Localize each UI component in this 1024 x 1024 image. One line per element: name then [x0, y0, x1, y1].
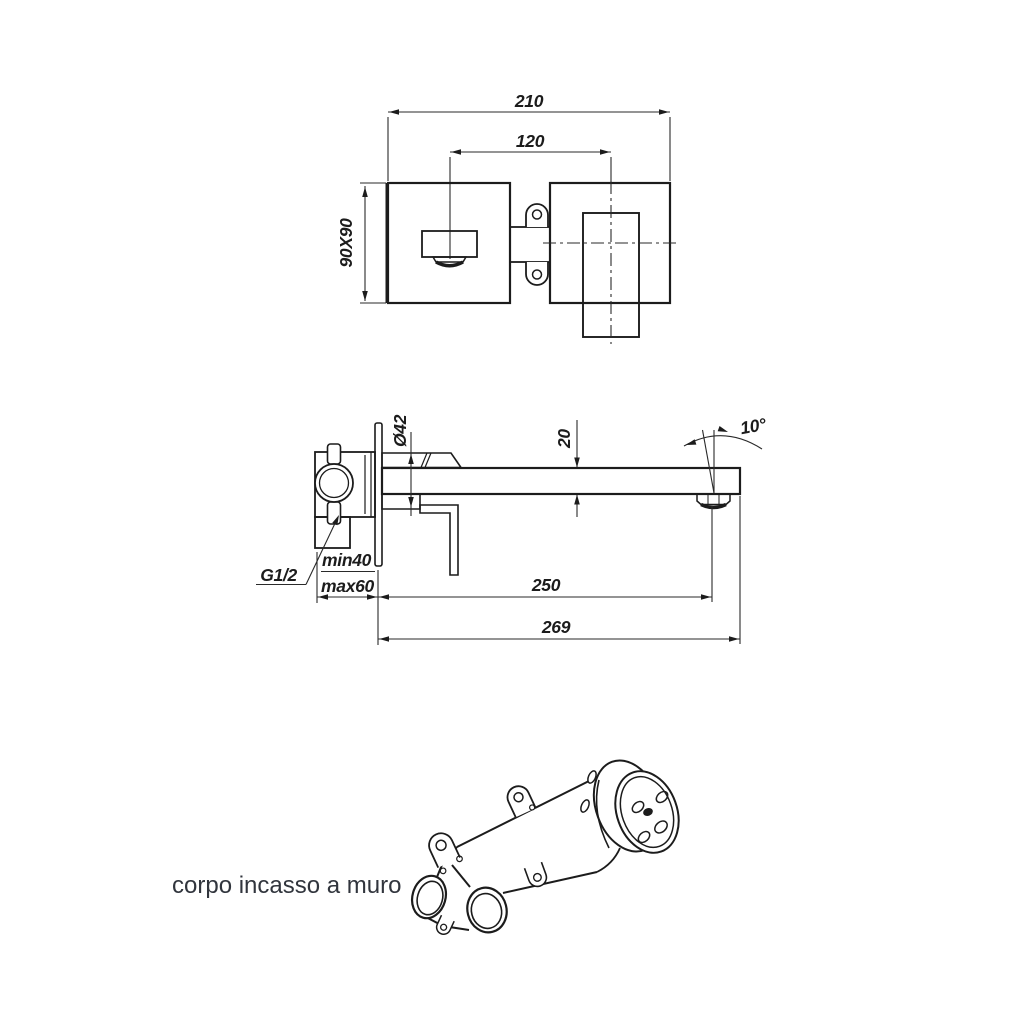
lug-left-hole	[435, 839, 447, 852]
dim-20-arrow-up	[574, 494, 580, 505]
dim-210-arrow-right	[659, 109, 669, 115]
flange-hole-1	[655, 790, 669, 804]
flange-seam	[595, 779, 610, 849]
handle-base-slant2	[424, 452, 432, 468]
aerator-edge	[700, 502, 727, 510]
lug-top-hole	[513, 791, 524, 803]
connector-body	[509, 226, 551, 263]
lug-top	[506, 785, 537, 818]
dim-d42-arrow-top	[408, 454, 414, 464]
dim-90x90-arrow-bottom	[362, 291, 368, 301]
thread-leader-arrow	[332, 515, 339, 526]
tube-nub-2	[580, 799, 590, 813]
lug-bottom-arch	[523, 861, 548, 888]
spout-side-view	[380, 466, 742, 496]
lug-left-arch	[428, 832, 461, 868]
depth-min-label: min40	[322, 550, 372, 570]
built-in-body-view: corpo incasso a muro	[172, 759, 680, 935]
port-left-outer	[410, 874, 448, 920]
depth-arrow-left	[318, 594, 328, 600]
lug-bottom-hole	[532, 872, 542, 882]
flange-center-hole	[643, 808, 653, 816]
dim-210-arrow-left	[389, 109, 399, 115]
dim-90x90-label: 90X90	[336, 218, 356, 268]
dim-20-label: 20	[554, 429, 574, 449]
aerator	[696, 494, 731, 506]
ear-bottom	[435, 914, 455, 935]
lever-handle	[419, 504, 459, 576]
flange-hole-4	[637, 830, 651, 844]
mounting-ear-bottom-hole	[531, 269, 543, 280]
depth-arrow-right	[367, 594, 377, 600]
lug-left-screw-2	[456, 855, 463, 863]
junction-valley	[451, 864, 471, 888]
ear-bottom-arch	[435, 914, 455, 935]
lug-top-arch	[506, 785, 537, 818]
mounting-ear-top-hole	[531, 209, 543, 220]
dim-20-arrow-down	[574, 457, 580, 468]
mounting-ear-top	[525, 203, 549, 227]
tube-flange-underside	[596, 847, 621, 873]
dim-d42-arrow-bottom	[408, 497, 414, 507]
angle-arrow-left	[686, 439, 697, 445]
lug-top-screw	[528, 804, 536, 811]
port-right-inner	[470, 892, 503, 930]
side-view: 10° Ø42 20 G1/2 min40 max60 250	[256, 414, 769, 645]
thread-leader	[305, 516, 339, 585]
thread-label: G1/2	[260, 565, 297, 585]
dim-120-arrow-left	[451, 149, 461, 155]
lug-left-screw-1	[439, 867, 447, 875]
angle-tilt-line	[701, 429, 715, 494]
mounting-ear-bottom	[525, 262, 549, 286]
flange-hole-3	[654, 820, 668, 834]
dim-120-arrow-right	[600, 149, 610, 155]
handle-base-bottom	[381, 493, 421, 510]
angle-label: 10°	[739, 414, 769, 438]
handle-base-slant1	[420, 452, 428, 468]
ear-bottom-hole	[439, 923, 448, 931]
dim-210-label: 210	[514, 91, 544, 111]
lug-bottom	[523, 861, 548, 888]
inlet-port-outer	[314, 463, 354, 503]
dim-90x90-arrow-top	[362, 187, 368, 197]
tube-nub-1	[587, 770, 597, 784]
dim-250-arrow-left	[379, 594, 389, 600]
inlet-port-inner	[318, 467, 350, 499]
dim-120-label: 120	[516, 131, 545, 151]
tube-bottom-edge	[502, 871, 598, 894]
angle-arrow-right	[717, 425, 728, 432]
top-view: 210 120 90X90	[336, 91, 679, 344]
caption-label: corpo incasso a muro	[172, 872, 401, 899]
mixer-plate-top	[386, 181, 512, 305]
inlet-stub-bottom	[326, 501, 342, 525]
dim-269-arrow-right	[729, 636, 739, 642]
dim-250-label: 250	[531, 575, 561, 595]
mixer-handle-tip-edge	[435, 260, 464, 268]
port-left-inner	[416, 880, 444, 916]
angle-arc	[683, 435, 763, 450]
dim-269-arrow-left	[379, 636, 389, 642]
lug-left	[428, 832, 463, 875]
dim-250-arrow-right	[701, 594, 711, 600]
depth-max-label: max60	[321, 576, 375, 596]
flange-face-rim	[619, 775, 675, 849]
inlet-stub-top	[326, 443, 342, 465]
dim-d42-label: Ø42	[390, 414, 410, 447]
dim-269-label: 269	[541, 617, 571, 637]
flange-hole-2	[631, 800, 645, 814]
